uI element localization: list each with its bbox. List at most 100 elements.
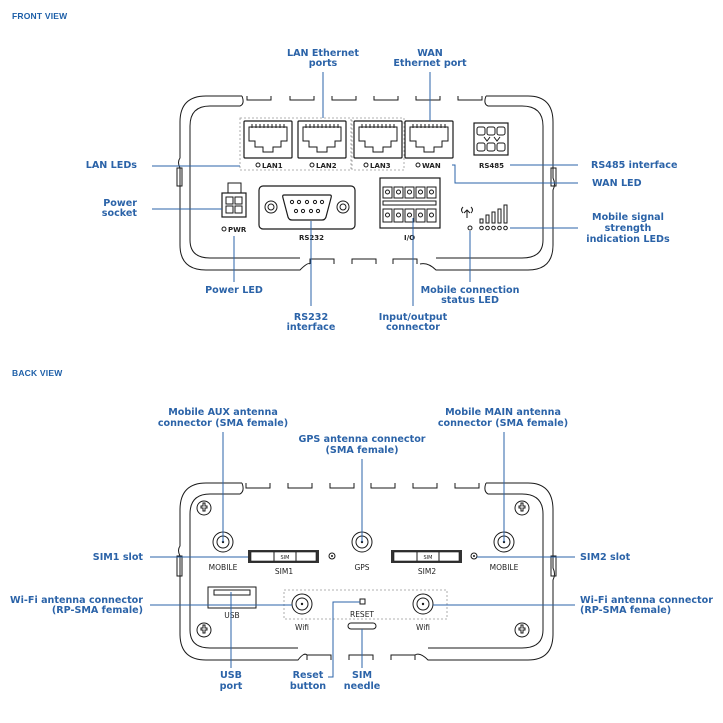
svg-text:indication LEDs: indication LEDs [586,234,670,245]
svg-text:SIM1 slot: SIM1 slot [93,552,144,563]
svg-text:connector: connector [386,322,440,333]
wan-port [404,120,454,159]
sim-needle-hole [347,622,377,630]
svg-text:LAN LEDs: LAN LEDs [86,160,138,171]
callout-signal-leds: Mobile signal strength indication LEDs [510,212,670,245]
sim1-label: SIM1 [275,567,293,576]
svg-text:Input/output: Input/output [379,312,448,323]
svg-text:Wi-Fi antenna connector: Wi-Fi antenna connector [10,595,143,606]
reset-button [359,598,366,605]
rs485-label: RS485 [479,162,504,170]
callout-power-socket: Power socket [102,198,222,219]
svg-text:Reset: Reset [293,670,324,681]
sim2-label: SIM2 [418,567,436,576]
mobile-left-label: MOBILE [209,563,238,572]
svg-text:connector (SMA female): connector (SMA female) [438,418,568,429]
callout-rs485: RS485 interface [510,160,678,171]
callout-rs232: RS232 interface [287,221,336,333]
lan2-led-label: LAN2 [316,162,337,170]
svg-text:needle: needle [344,681,381,692]
callout-main: Mobile MAIN antenna connector (SMA femal… [438,407,568,542]
usb-label: USB [224,611,239,620]
svg-text:Mobile MAIN antenna: Mobile MAIN antenna [445,407,561,418]
callout-sim2: SIM2 slot [477,552,631,563]
svg-text:Mobile AUX antenna: Mobile AUX antenna [168,407,278,418]
gps-label: GPS [354,563,369,572]
svg-text:Ethernet port: Ethernet port [393,58,467,69]
reset-label: RESET [350,610,374,619]
lan1-led-label: LAN1 [262,162,283,170]
lan1-port [243,120,293,159]
callout-aux: Mobile AUX antenna connector (SMA female… [158,407,288,542]
svg-text:Mobile signal: Mobile signal [592,212,664,223]
back-device: MOBILE GPS MOBILE SIM SIM1 SIM SIM2 [176,482,557,661]
callout-io: Input/output connector [379,218,448,333]
callout-wifi-left: Wi-Fi antenna connector (RP-SMA female) [10,595,292,616]
callout-lan-leds: LAN LEDs [86,160,240,171]
svg-text:SIM: SIM [424,555,433,561]
lan3-led-label: LAN3 [370,162,391,170]
callout-mobile-status: Mobile connection status LED [421,231,520,306]
svg-text:(RP-SMA female): (RP-SMA female) [52,605,143,616]
svg-text:WAN: WAN [417,48,443,59]
wifi-right-label: Wifi [416,623,430,632]
mobile-status-led [467,225,473,231]
back-view-heading: BACK VIEW [12,368,63,378]
pwr-led-label: PWR [228,226,247,234]
rs232-label: RS232 [299,234,324,242]
svg-text:ports: ports [309,58,338,69]
callout-power-led: Power LED [205,236,263,296]
callout-wan-port: WAN Ethernet port [393,48,467,121]
mobile-right-label: MOBILE [490,563,519,572]
svg-text:(RP-SMA female): (RP-SMA female) [580,605,671,616]
signal-strength-bars [479,204,508,231]
callout-gps: GPS antenna connector (SMA female) [298,434,426,542]
svg-text:SIM: SIM [281,555,290,561]
wifi-right-connector [412,593,434,615]
io-label: I/O [404,234,415,242]
svg-text:interface: interface [287,322,336,333]
svg-text:(SMA female): (SMA female) [326,445,399,456]
sim1-slot: SIM [248,550,319,563]
lan3-port [353,120,403,159]
svg-text:connector (SMA female): connector (SMA female) [158,418,288,429]
front-view-heading: FRONT VIEW [12,11,68,21]
power-socket [221,182,247,218]
svg-text:LAN Ethernet: LAN Ethernet [287,48,359,59]
svg-text:SIM: SIM [352,670,372,681]
svg-text:WAN LED: WAN LED [592,178,642,189]
callout-wan-led: WAN LED [452,164,642,189]
rs232-port [258,185,356,230]
wan-led-label: WAN [422,162,441,170]
signal-antenna-icon [461,206,473,218]
callout-wifi-right: Wi-Fi antenna connector (RP-SMA female) [433,595,713,616]
wifi-left-connector [291,593,313,615]
svg-text:strength: strength [605,223,652,234]
callout-usb: USB port [220,592,243,692]
svg-text:status LED: status LED [441,295,499,306]
wifi-left-label: Wifi [295,623,309,632]
front-device: LAN1 LAN2 LAN3 WAN RS485 PWR [176,95,557,271]
svg-text:Power: Power [103,198,137,209]
svg-text:Mobile connection: Mobile connection [421,285,520,296]
svg-text:RS485 interface: RS485 interface [591,160,678,171]
svg-text:SIM2 slot: SIM2 slot [580,552,631,563]
svg-text:button: button [290,681,326,692]
callout-sim1: SIM1 slot [93,552,248,563]
sim2-slot: SIM [391,550,462,563]
callout-sim-needle: SIM needle [344,629,381,692]
rs485-terminal [473,122,509,156]
usb-port [207,586,257,609]
svg-text:port: port [220,681,243,692]
callout-reset: Reset button [290,601,360,692]
callout-lan-ports: LAN Ethernet ports [287,48,359,118]
svg-text:USB: USB [220,670,242,681]
io-connector [379,177,441,229]
svg-text:RS232: RS232 [294,312,328,323]
screw-icon [196,500,530,638]
svg-text:socket: socket [102,208,138,219]
svg-text:Power LED: Power LED [205,285,263,296]
svg-text:GPS antenna connector: GPS antenna connector [298,434,425,445]
lan2-port [297,120,347,159]
